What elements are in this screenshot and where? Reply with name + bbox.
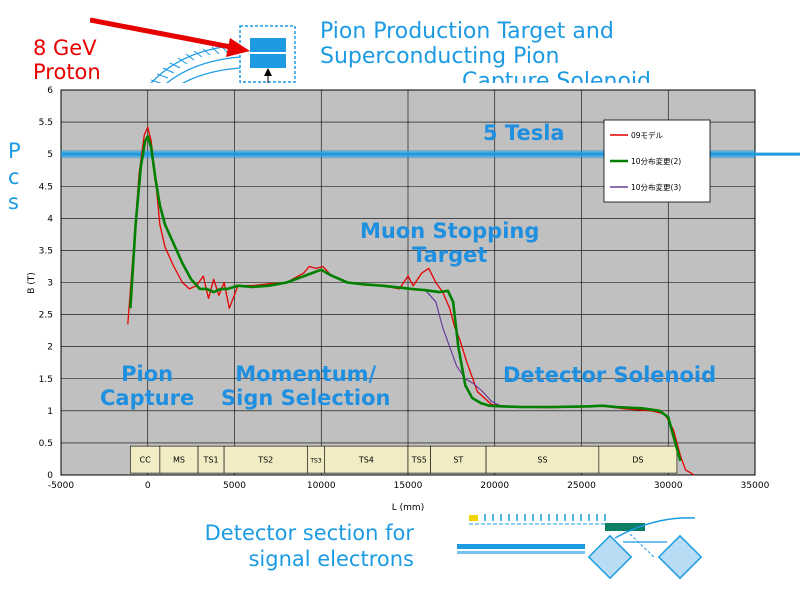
target-title-line1: Pion Production Target and [320,19,614,44]
detector-calorimeter-right [657,534,703,580]
target-solenoid-illustration [90,17,296,100]
pion-capture-callout: Pion Capture [100,362,194,410]
segment-label: TS1 [203,456,219,465]
y-tick-label: 0 [47,471,53,481]
side-fragment-3: s [8,190,19,214]
muon-target-line2: Target [411,243,488,267]
y-axis-label: B (T) [27,272,37,294]
momentum-selection-line1: Momentum/ [235,362,377,386]
segment-box [430,445,487,474]
detector-section-label: Detector section for signal electrons [182,520,414,572]
detector-green-block [605,523,645,531]
detector-section-line2: signal electrons [248,547,414,571]
target-pointer-head [264,68,272,76]
proton-label-line2: Proton [33,60,101,84]
segment-label: SS [537,456,547,465]
detector-beamline-bottom [457,551,585,554]
segment-label: DS [632,456,643,465]
y-tick-label: 4.5 [39,182,53,192]
field-profile-chart: CC MS TS1 TS2 TS3 TS4 TS5 ST SS DS 0 0.5 1 1.5 2 2.5 3 3… [20,83,800,515]
x-tick-label: -5000 [48,481,74,491]
muon-target-line1: Muon Stopping [360,219,540,243]
proton-label: 8 GeV Proton [33,36,101,84]
segment-label: ST [453,456,463,465]
y-tick-label: 5 [47,150,53,160]
x-tick-label: 30000 [654,481,683,491]
pion-capture-line2: Capture [100,386,195,410]
tesla-callout: 5 Tesla [483,121,565,145]
proton-beam-line [90,17,237,51]
segment-label: TS2 [257,456,273,465]
x-tick-label: 25000 [567,481,596,491]
y-tick-label: 2.5 [39,311,53,321]
segment-box [485,445,600,474]
legend-label: 10分布変更(2) [631,156,681,166]
y-tick-label: 2 [47,343,53,353]
segment-label: CC [140,456,152,465]
legend-label: 10分布変更(3) [631,182,681,192]
x-tick-label: 35000 [741,481,770,491]
detector-curved-track [614,517,696,539]
momentum-selection-line2: Sign Selection [221,386,391,410]
y-tick-label: 0.5 [39,439,53,449]
y-tick-label: 1 [47,407,53,417]
side-fragment-2: c [8,165,20,189]
detector-beamline-top [457,544,585,549]
x-tick-label: 20000 [480,481,509,491]
target-box-inner-top [250,38,286,52]
x-tick-label: 15000 [394,481,423,491]
segment-label: TS3 [309,458,321,465]
proton-label-line1: 8 GeV [33,36,97,60]
segment-box [324,445,409,474]
side-fragment-1: P [8,139,21,163]
y-tick-label: 3 [47,279,53,289]
y-tick-label: 6 [47,86,53,96]
y-tick-label: 4 [47,214,53,224]
x-tick-label: 5000 [223,481,246,491]
series-line-2 [129,134,682,462]
proton-beam-arrowhead [226,38,250,57]
y-tick-label: 5.5 [39,118,53,128]
segment-box [159,445,199,474]
detector-illustration [457,514,703,580]
pion-capture-line1: Pion [121,362,174,386]
x-axis-label: L (mm) [392,503,424,513]
x-tick-label: 0 [145,481,151,491]
legend-label: 09モデル [631,130,664,140]
segment-box [130,445,161,474]
segment-box [197,445,225,474]
muon-target-callout: Muon Stopping Target [360,219,539,267]
y-tick-label: 1.5 [39,375,53,385]
detector-solenoid-callout: Detector Solenoid [503,363,717,387]
target-title-line2: Superconducting Pion [320,44,560,69]
detector-coil-row [484,514,606,521]
detector-yellow-marker [469,515,478,521]
segment-box [223,445,308,474]
segment-label: MS [173,456,185,465]
segment-label: TS5 [411,456,427,465]
momentum-selection-callout: Momentum/ Sign Selection [221,362,391,410]
segment-box [598,445,678,474]
target-box-inner-bottom [250,54,286,68]
y-tick-label: 3.5 [39,246,53,256]
detector-calorimeter-left [587,534,633,580]
detector-section-line1: Detector section for [204,521,414,545]
segment-label: TS4 [358,456,374,465]
x-tick-label: 10000 [307,481,336,491]
